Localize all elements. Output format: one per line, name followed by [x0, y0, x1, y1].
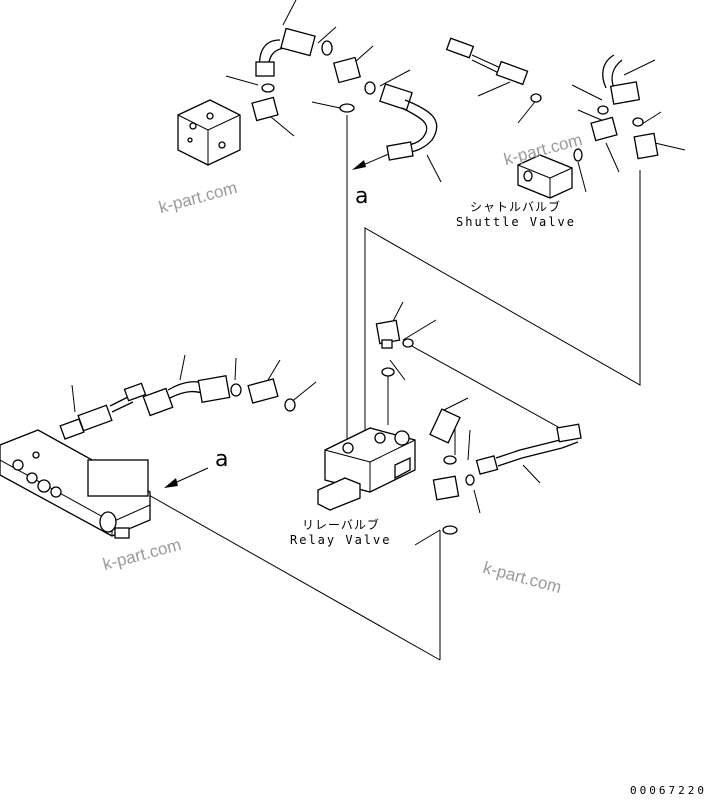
shuttle-sensor: [445, 37, 542, 103]
shuttle-valve-label-en: Shuttle Valve: [456, 215, 576, 229]
right-pipe: [429, 408, 582, 535]
top-center-hose: [379, 83, 438, 161]
relay-valve: [317, 427, 416, 511]
shuttle-valve-block: [517, 148, 583, 199]
callout-a-top: a: [355, 184, 369, 209]
leader-lines: [71, 0, 686, 546]
top-left-fittings: [251, 56, 376, 122]
drawing-reference-number: 00067220: [630, 784, 707, 797]
top-left-hose: [255, 27, 333, 77]
middle-elbow-fitting: [375, 319, 414, 377]
callout-a-left: a: [215, 447, 229, 472]
left-hose: [142, 374, 296, 417]
relay-valve-label-en: Relay Valve: [290, 533, 392, 547]
left-manifold: [0, 429, 151, 539]
shuttle-fittings: [590, 54, 659, 160]
shuttle-valve-label-jp: シャトルバルブ: [470, 200, 562, 214]
connection-lines: [139, 115, 641, 661]
relay-valve-label-jp: リレーバルブ: [302, 518, 380, 532]
top-left-block: [177, 99, 241, 166]
left-sensor: [59, 382, 147, 440]
